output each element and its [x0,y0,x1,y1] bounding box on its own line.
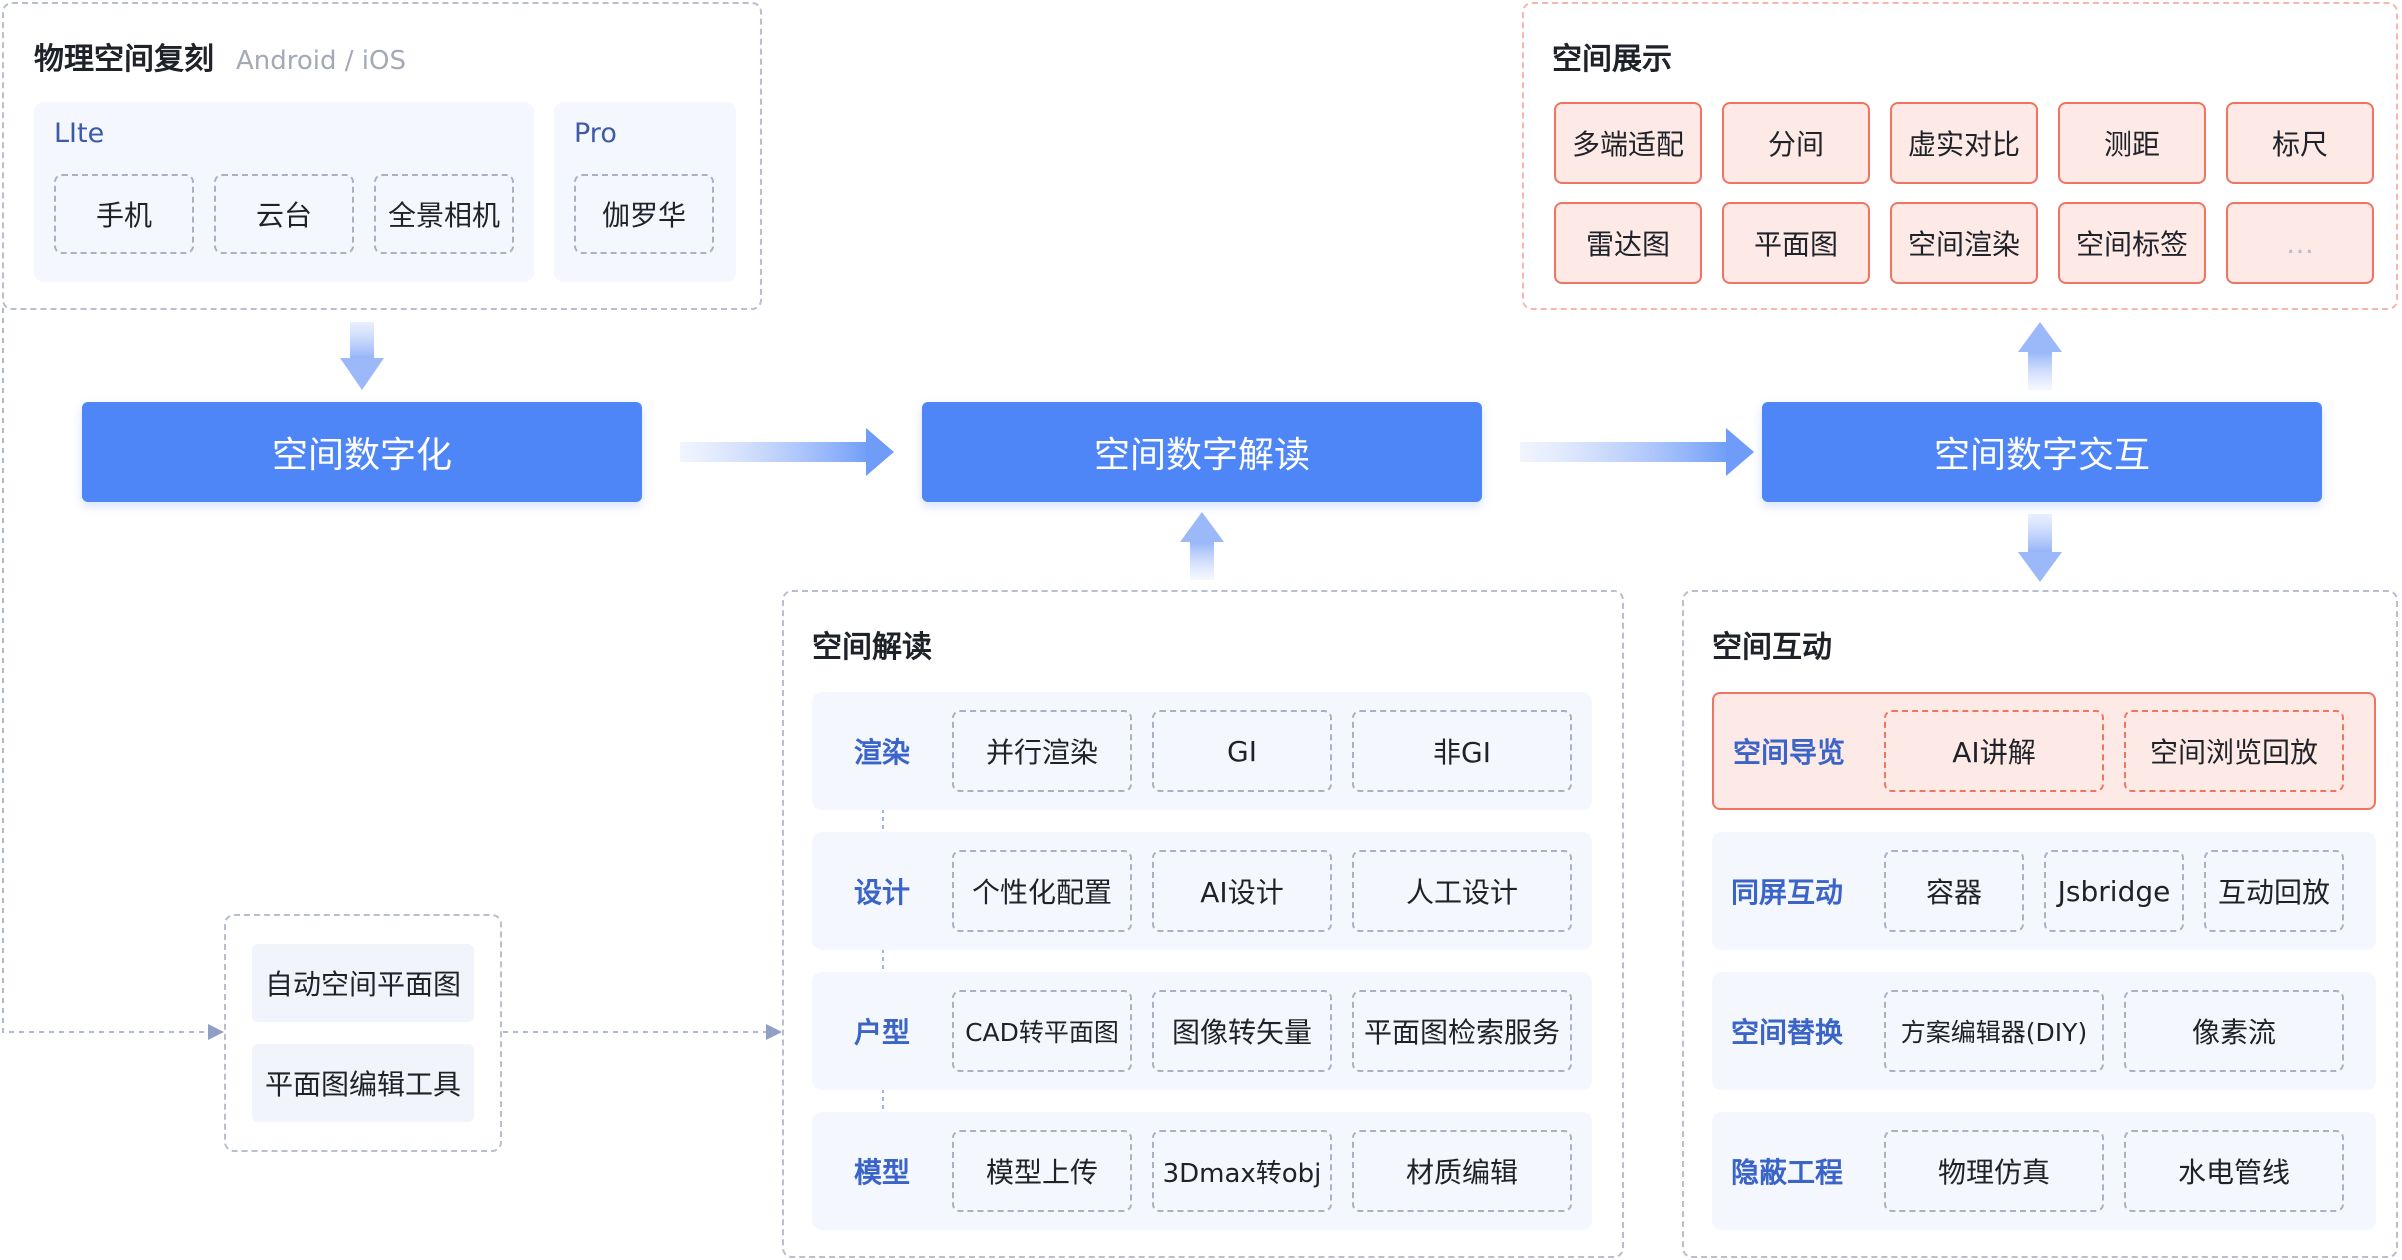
interpretation-section: 空间解读 渲染 并行渲染 GI 非GI 设计 个性化配置 AI设计 人工设计 户… [782,590,1624,1258]
interaction-row-coscreen: 同屏互动 容器 Jsbridge 互动回放 [1712,832,2376,950]
personalized-config: 个性化配置 [952,850,1132,932]
dashed-connector-capture-to-tools [2,308,224,1040]
interp-row-design: 设计 个性化配置 AI设计 人工设计 [812,832,1592,950]
arrow-interpretation-up [1180,512,1224,580]
model-upload: 模型上传 [952,1130,1132,1212]
display-floorplan: 平面图 [1722,202,1870,284]
interact-box: 空间数字交互 [1762,402,2322,502]
dashed-connector-tools-to-interpretation [503,1024,782,1040]
capture-title-row: 物理空间复刻 Android / iOS [34,34,406,78]
display-distance-measure: 测距 [2058,102,2206,184]
interp-row-model: 模型 模型上传 3Dmax转obj 材质编辑 [812,1112,1592,1230]
display-virtual-real-compare: 虚实对比 [1890,102,2038,184]
jsbridge: Jsbridge [2044,850,2184,932]
pro-panel: Pro 伽罗华 [554,102,736,282]
row-label-render: 渲染 [853,736,910,769]
interaction-title: 空间互动 [1712,630,1832,665]
ai-design: AI设计 [1152,850,1332,932]
floorplan-search-service: 平面图检索服务 [1352,990,1572,1072]
auto-floorplan-tool: 自动空间平面图 [252,944,474,1022]
interaction-row-replace: 空间替换 方案编辑器(DIY) 像素流 [1712,972,2376,1090]
row-label-replace: 空间替换 [1730,1016,1843,1049]
non-gi-render: 非GI [1352,710,1572,792]
lite-label: LIte [54,118,105,149]
interaction-section: 空间互动 空间导览 AI讲解 空间浏览回放 同屏互动 容器 Jsbridge 互… [1682,590,2398,1258]
capture-title: 物理空间复刻 [34,42,214,77]
display-space-render: 空间渲染 [1890,202,2038,284]
device-galois: 伽罗华 [574,174,714,254]
display-ruler: 标尺 [2226,102,2374,184]
capture-section: 物理空间复刻 Android / iOS LIte 手机 云台 全景相机 Pro … [2,2,762,310]
lite-panel: LIte 手机 云台 全景相机 [34,102,534,282]
arrow-capture-to-digitize [340,322,384,390]
device-panorama-camera: 全景相机 [374,174,514,254]
device-gimbal: 云台 [214,174,354,254]
capture-subtitle: Android / iOS [236,46,407,76]
plumbing-wiring: 水电管线 [2124,1130,2344,1212]
row-label-hidden: 隐蔽工程 [1730,1156,1843,1189]
device-phone: 手机 [54,174,194,254]
display-multi-device: 多端适配 [1554,102,1702,184]
arrow-digitize-to-interpret [680,428,894,476]
gi-render: GI [1152,710,1332,792]
display-title: 空间展示 [1552,42,1672,77]
digitize-box: 空间数字化 [82,402,642,502]
parallel-render: 并行渲染 [952,710,1132,792]
cad-to-floorplan: CAD转平面图 [952,990,1132,1072]
display-room-split: 分间 [1722,102,1870,184]
display-space-tags: 空间标签 [2058,202,2206,284]
interp-row-floorplan: 户型 CAD转平面图 图像转矢量 平面图检索服务 [812,972,1592,1090]
interaction-row-tour: 空间导览 AI讲解 空间浏览回放 [1712,692,2376,810]
row-label-coscreen: 同屏互动 [1730,876,1843,909]
interp-row-render: 渲染 并行渲染 GI 非GI [812,692,1592,810]
arrow-interpret-to-interact [1520,428,1754,476]
3dmax-to-obj: 3Dmax转obj [1152,1130,1332,1212]
manual-design: 人工设计 [1352,850,1572,932]
floorplan-editor-tool: 平面图编辑工具 [252,1044,474,1122]
display-more: … [2226,202,2374,284]
container: 容器 [1884,850,2024,932]
pixel-streaming: 像素流 [2124,990,2344,1072]
interaction-row-hidden: 隐蔽工程 物理仿真 水电管线 [1712,1112,2376,1230]
physics-simulation: 物理仿真 [1884,1130,2104,1212]
row-label-model: 模型 [853,1156,910,1189]
image-to-vector: 图像转矢量 [1152,990,1332,1072]
row-label-design: 设计 [853,876,910,909]
display-radar-map: 雷达图 [1554,202,1702,284]
space-browse-replay: 空间浏览回放 [2124,710,2344,792]
row-label-tour: 空间导览 [1732,736,1845,769]
plan-editor-diy: 方案编辑器(DIY) [1884,990,2104,1072]
material-edit: 材质编辑 [1352,1130,1572,1212]
interpret-box: 空间数字解读 [922,402,1482,502]
pro-label: Pro [574,118,617,149]
arrow-interact-to-interaction [2018,514,2062,582]
row-label-floorplan: 户型 [853,1016,910,1049]
interaction-replay: 互动回放 [2204,850,2344,932]
arrow-interact-to-display [2018,322,2062,390]
ai-narration: AI讲解 [1884,710,2104,792]
interpretation-title: 空间解读 [812,630,932,665]
display-section: 空间展示 多端适配 分间 虚实对比 测距 标尺 雷达图 平面图 空间渲染 空间标… [1522,2,2398,310]
floorplan-tools-section: 自动空间平面图 平面图编辑工具 [224,914,502,1152]
